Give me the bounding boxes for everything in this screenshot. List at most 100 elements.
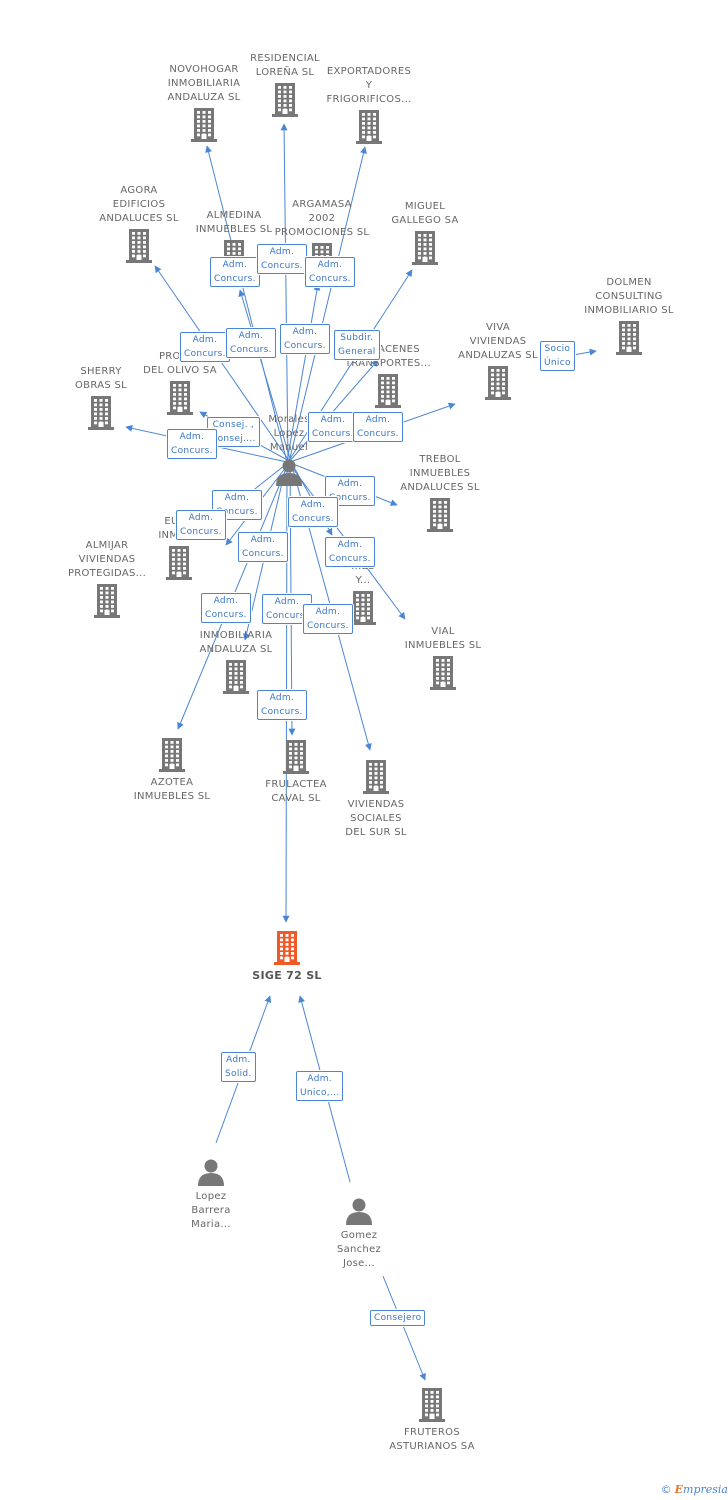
node-gomez[interactable]: Gomez Sanchez Jose...: [289, 1197, 429, 1271]
node-label: MIGUEL GALLEGO SA: [391, 201, 459, 226]
relation-badge[interactable]: Adm. Solid.: [221, 1052, 256, 1082]
relation-badge[interactable]: Consejero: [370, 1310, 426, 1326]
relation-badge[interactable]: Adm. Concurs.: [288, 497, 338, 527]
edge-morales-residencial: [280, 123, 289, 463]
node-viva[interactable]: VIVA VIVIENDAS ANDALUZAS SL: [428, 321, 568, 400]
node-inmobandaluza[interactable]: INMOBILIARIA ANDALUZA SL: [166, 629, 306, 694]
node-label: Lopez Barrera Maria...: [191, 1191, 231, 1230]
node-frulactea[interactable]: FRULACTEA CAVAL SL: [226, 740, 366, 806]
building-icon: [223, 660, 249, 694]
relation-badge[interactable]: Adm. Concurs.: [210, 257, 260, 287]
node-almijar[interactable]: ALMIJAR VIVIENDAS PROTEGIDAS...: [37, 539, 177, 618]
brand-logo[interactable]: Empresia: [675, 1483, 728, 1496]
relation-badge[interactable]: Adm. Concurs.: [180, 332, 230, 362]
node-label: ARGAMASA 2002 PROMOCIONES SL: [274, 199, 370, 238]
node-sige[interactable]: SIGE 72 SL: [217, 931, 357, 983]
node-trebol[interactable]: TREBOL INMUEBLES ANDALUCES SL: [370, 453, 510, 532]
node-label: ALMEDINA INMUEBLES SL: [195, 210, 273, 235]
node-label: SIGE 72 SL: [252, 969, 322, 982]
building-icon: [94, 584, 120, 618]
node-label: VIAL INMUEBLES SL: [404, 626, 482, 651]
node-agora[interactable]: AGORA EDIFICIOS ANDALUCES SL: [69, 184, 209, 263]
node-label: RESIDENCIAL LOREÑA SL: [250, 53, 320, 78]
building-icon: [485, 366, 511, 400]
node-label: FRULACTEA CAVAL SL: [265, 779, 327, 804]
relation-badge[interactable]: Adm. Concurs.: [238, 532, 288, 562]
edge-morales-exportadores: [288, 146, 367, 463]
building-icon: [283, 740, 309, 774]
person-icon: [276, 459, 302, 486]
relation-badge[interactable]: Subdir. General: [334, 330, 380, 360]
building-icon: [350, 591, 376, 625]
node-label: Gomez Sanchez Jose...: [336, 1230, 382, 1269]
building-icon: [167, 381, 193, 415]
node-label: Morales Lopez Manuel: [268, 414, 310, 453]
node-label: NOVOHOGAR INMOBILIARIA ANDALUZA SL: [167, 64, 241, 103]
building-icon: [272, 83, 298, 117]
relation-badge[interactable]: Adm. Concurs.: [226, 328, 276, 358]
relation-badge[interactable]: Adm. Concurs.: [305, 257, 355, 287]
node-exportadores[interactable]: EXPORTADORES Y FRIGORIFICOS...: [299, 65, 439, 144]
building-icon: [616, 321, 642, 355]
node-viviendas[interactable]: VIVIENDAS SOCIALES DEL SUR SL: [306, 760, 446, 840]
relation-badge[interactable]: Adm. Concurs.: [176, 510, 226, 540]
building-icon: [191, 108, 217, 142]
building-icon: [159, 738, 185, 772]
relation-badge[interactable]: Adm. Concurs.: [167, 429, 217, 459]
node-azotea[interactable]: AZOTEA INMUEBLES SL: [102, 738, 242, 804]
relation-badge[interactable]: Adm. Concurs.: [201, 593, 251, 623]
relation-badge[interactable]: Adm. Concurs.: [303, 604, 353, 634]
node-miguel[interactable]: MIGUEL GALLEGO SA: [355, 200, 495, 265]
relation-badge[interactable]: Adm. Concurs.: [280, 324, 330, 354]
edge-morales-argamasa: [286, 283, 321, 463]
node-label: AGORA EDIFICIOS ANDALUCES SL: [99, 185, 179, 224]
building-icon: [430, 656, 456, 690]
relation-badge[interactable]: Adm. Concurs.: [353, 412, 403, 442]
building-icon: [356, 110, 382, 144]
node-novohogar[interactable]: NOVOHOGAR INMOBILIARIA ANDALUZA SL: [134, 63, 274, 142]
node-label: ALMIJAR VIVIENDAS PROTEGIDAS...: [67, 540, 147, 579]
node-label: FRUTEROS ASTURIANOS SA: [389, 1427, 475, 1452]
node-label: VIVA VIVIENDAS ANDALUZAS SL: [458, 322, 538, 361]
node-protec[interactable]: PROTEC DEL OLIVO SA: [110, 350, 250, 415]
building-icon: [412, 231, 438, 265]
building-icon: [126, 229, 152, 263]
node-dolmen[interactable]: DOLMEN CONSULTING INMOBILIARIO SL: [559, 276, 699, 355]
building-icon: [363, 760, 389, 794]
building-icon: [274, 931, 300, 965]
brand-logo-text: mpresia: [683, 1483, 728, 1496]
node-residencial[interactable]: RESIDENCIAL LOREÑA SL: [215, 52, 355, 117]
edge-morales-almedina: [238, 289, 292, 463]
edge-gomez-fruteros: [382, 1275, 426, 1381]
building-icon: [166, 546, 192, 580]
node-sherry[interactable]: SHERRY OBRAS SL: [31, 365, 171, 430]
relation-badge[interactable]: Socio Único: [540, 341, 575, 371]
edge-morales-almacenes: [288, 359, 379, 463]
node-lopez[interactable]: Lopez Barrera Maria...: [141, 1158, 281, 1232]
person-icon: [346, 1198, 372, 1225]
node-almacenes[interactable]: ALMACENES TRANSPORTES...: [318, 343, 458, 408]
building-icon: [375, 374, 401, 408]
building-icon: [419, 1388, 445, 1422]
building-icon: [88, 396, 114, 430]
node-label: AZOTEA INMUEBLES SL: [133, 777, 211, 802]
relation-badge[interactable]: Adm. Concurs.: [257, 244, 307, 274]
node-morales[interactable]: Morales Lopez Manuel: [219, 413, 359, 486]
edge-morales-agora: [154, 265, 291, 463]
footer: © Empresia: [661, 1483, 728, 1496]
node-vial[interactable]: VIAL INMUEBLES SL: [373, 625, 513, 690]
node-label: VIVIENDAS SOCIALES DEL SUR SL: [345, 799, 407, 838]
node-fruteros[interactable]: FRUTEROS ASTURIANOS SA: [362, 1388, 502, 1454]
edge-morales-novohogar: [205, 145, 288, 463]
relation-badge[interactable]: Adm. Unico,...: [296, 1071, 344, 1101]
node-label: EXPORTADORES Y FRIGORIFICOS...: [326, 66, 412, 105]
node-label: PROTEC DEL OLIVO SA: [143, 351, 217, 376]
brand-logo-initial: E: [674, 1483, 684, 1496]
building-icon: [427, 498, 453, 532]
relation-badge[interactable]: Adm. Concurs.: [325, 537, 375, 567]
relation-badge[interactable]: Adm. Concurs.: [308, 412, 358, 442]
relation-badge[interactable]: Adm. Concurs.: [257, 690, 307, 720]
node-label: INMOBILIARIA ANDALUZA SL: [199, 630, 273, 655]
node-label: ALMACENES TRANSPORTES...: [345, 344, 431, 369]
